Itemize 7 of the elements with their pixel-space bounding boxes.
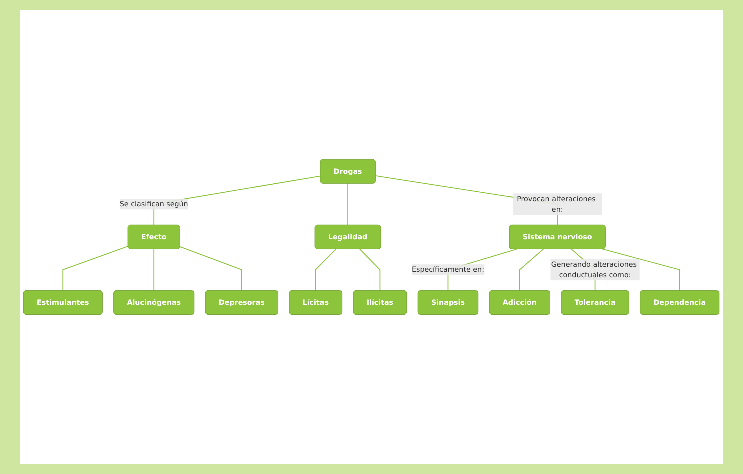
connector [154, 248, 155, 291]
connector [519, 248, 544, 291]
connector [359, 248, 381, 291]
connector [180, 246, 242, 291]
connector [315, 248, 337, 291]
connector [602, 248, 680, 291]
connector [62, 246, 128, 291]
